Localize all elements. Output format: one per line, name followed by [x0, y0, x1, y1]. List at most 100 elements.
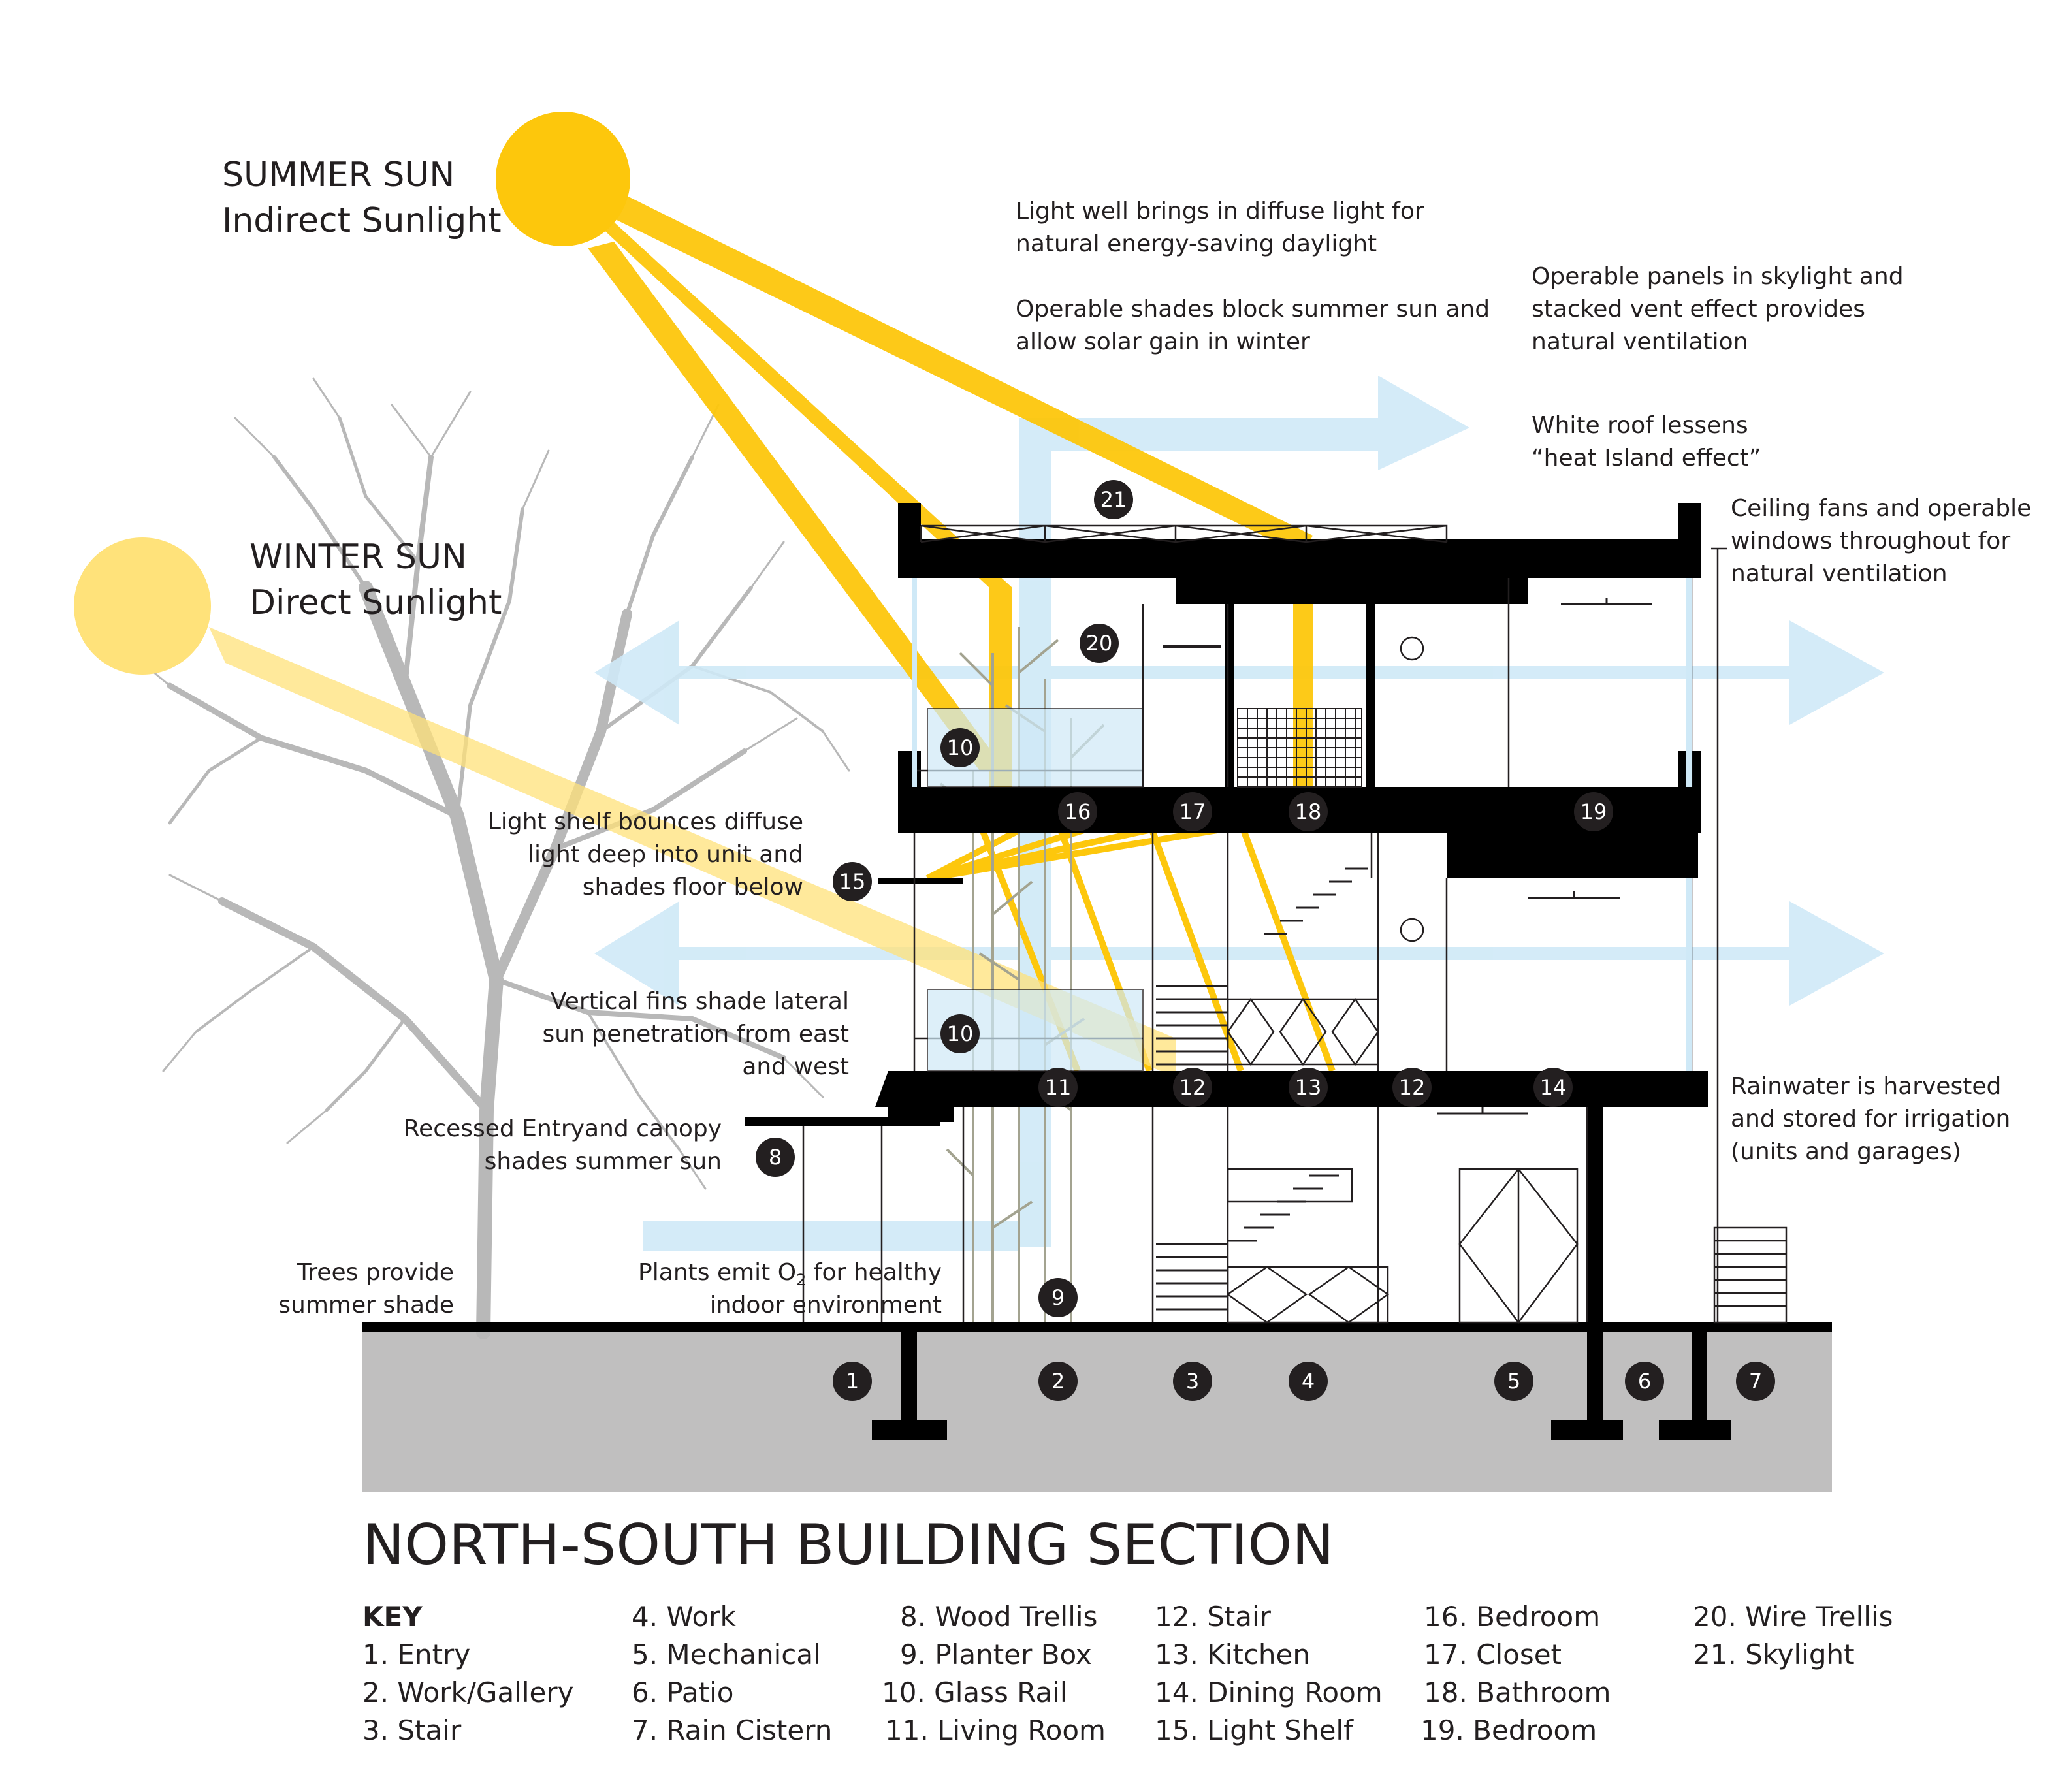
marker-9: 9: [1038, 1278, 1078, 1317]
marker-2: 2: [1038, 1362, 1078, 1401]
key-item: 4. Work: [632, 1601, 736, 1633]
marker-11: 11: [1038, 1068, 1078, 1107]
annotation-line: and west: [742, 1053, 849, 1080]
svg-text:1: 1: [846, 1369, 859, 1394]
annotation-line: natural ventilation: [1532, 328, 1748, 355]
annotation-line: Operable panels in skylight and: [1532, 263, 1904, 290]
annotation-operable-panels: Operable panels in skylight and stacked …: [1532, 263, 1904, 355]
key-item: 7. Rain Cistern: [632, 1714, 832, 1746]
svg-text:7: 7: [1749, 1369, 1762, 1394]
annotation-line: indoor environment: [710, 1292, 942, 1319]
key-item: 13. Kitchen: [1155, 1639, 1310, 1671]
key-item: 16. Bedroom: [1424, 1601, 1600, 1633]
summer-sun-title: SUMMER SUN: [222, 155, 455, 195]
key-item: 14. Dining Room: [1155, 1676, 1383, 1708]
summer-sun-subtitle: Indirect Sunlight: [222, 201, 502, 240]
annotation-rainwater: Rainwater is harvested and stored for ir…: [1731, 1073, 2010, 1165]
annotation-recessed-entry: Recessed Entryand canopy shades summer s…: [404, 1115, 722, 1175]
annotation-line: shades floor below: [583, 874, 803, 901]
svg-text:3: 3: [1186, 1369, 1199, 1394]
annotation-white-roof: White roof lessens “heat Island effect”: [1532, 412, 1761, 472]
tree: [129, 377, 850, 1339]
marker-10: 10: [940, 728, 980, 767]
svg-text:15: 15: [839, 869, 866, 894]
key-item: 2. Work/Gallery: [362, 1676, 574, 1708]
svg-text:12: 12: [1399, 1075, 1426, 1100]
svg-text:4: 4: [1302, 1369, 1315, 1394]
key-item: 20. Wire Trellis: [1693, 1601, 1893, 1633]
key-item: 21. Skylight: [1693, 1639, 1855, 1671]
marker-18: 18: [1289, 792, 1328, 831]
key-item: 8. Wood Trellis: [900, 1601, 1097, 1633]
annotation-line: Operable shades block summer sun and: [1016, 296, 1490, 323]
key-item: 18. Bathroom: [1424, 1676, 1611, 1708]
winter-sun: [74, 537, 1176, 1078]
annotation-light-well: Light well brings in diffuse light for n…: [1016, 198, 1424, 257]
annotation-line: Vertical fins shade lateral: [551, 988, 849, 1015]
annotation-vertical-fins: Vertical fins shade lateral sun penetrat…: [543, 988, 849, 1080]
key-item: 12. Stair: [1155, 1601, 1272, 1633]
svg-text:10: 10: [947, 1021, 974, 1046]
winter-sun-icon: [74, 537, 211, 675]
annotation-line: Ceiling fans and operable: [1731, 495, 2031, 522]
key-heading: KEY: [362, 1601, 423, 1633]
winter-sun-title: WINTER SUN: [249, 537, 467, 577]
svg-text:19: 19: [1581, 799, 1607, 824]
svg-text:6: 6: [1638, 1369, 1651, 1394]
annotation-line: White roof lessens: [1532, 412, 1748, 439]
annotation-line: summer shade: [278, 1292, 454, 1319]
marker-12: 12: [1392, 1068, 1432, 1107]
annotation-line: Light shelf bounces diffuse: [488, 808, 803, 835]
winter-sun-subtitle: Direct Sunlight: [249, 583, 502, 622]
annotation-line: light deep into unit and: [528, 841, 803, 868]
marker-17: 17: [1173, 792, 1212, 831]
airflow-arrows: [594, 376, 1884, 1251]
marker-15: 15: [833, 862, 872, 901]
marker-1: 1: [833, 1362, 872, 1401]
marker-14: 14: [1533, 1068, 1573, 1107]
svg-text:20: 20: [1086, 631, 1113, 656]
annotation-line: natural energy-saving daylight: [1016, 231, 1377, 257]
marker-21: 21: [1094, 480, 1133, 519]
key-item: 15. Light Shelf: [1155, 1714, 1354, 1746]
annotation-line: Light well brings in diffuse light for: [1016, 198, 1424, 225]
annotation-line: natural ventilation: [1731, 560, 1948, 587]
svg-text:2: 2: [1051, 1369, 1065, 1394]
svg-text:17: 17: [1179, 799, 1206, 824]
key-item: 6. Patio: [632, 1676, 733, 1708]
annotation-line: Trees provide: [297, 1259, 454, 1286]
marker-4: 4: [1289, 1362, 1328, 1401]
annotation-trees: Trees provide summer shade: [278, 1259, 454, 1319]
svg-text:5: 5: [1507, 1369, 1520, 1394]
key-item: 1. Entry: [362, 1639, 470, 1671]
svg-text:21: 21: [1100, 487, 1127, 512]
key-item: 10. Glass Rail: [882, 1676, 1068, 1708]
diagram-title: NORTH-SOUTH BUILDING SECTION: [362, 1512, 1334, 1578]
summer-sun: [496, 112, 1313, 823]
marker-6: 6: [1625, 1362, 1664, 1401]
marker-7: 7: [1736, 1362, 1775, 1401]
key-item: 9. Planter Box: [900, 1639, 1092, 1671]
marker-5: 5: [1494, 1362, 1533, 1401]
key-item: 17. Closet: [1424, 1639, 1562, 1671]
annotation-line: “heat Island effect”: [1532, 445, 1761, 472]
annotation-line: sun penetration from east: [543, 1021, 849, 1048]
annotation-line: shades summer sun: [485, 1148, 722, 1175]
annotation-line: allow solar gain in winter: [1016, 328, 1310, 355]
svg-text:8: 8: [769, 1145, 782, 1170]
svg-text:13: 13: [1295, 1075, 1322, 1100]
annotation-plants: Plants emit O2 for healthy indoor enviro…: [638, 1259, 942, 1319]
marker-19: 19: [1574, 792, 1613, 831]
marker-13: 13: [1289, 1068, 1328, 1107]
svg-text:11: 11: [1045, 1075, 1072, 1100]
key-item: 19. Bedroom: [1420, 1714, 1597, 1746]
svg-text:10: 10: [947, 735, 974, 760]
annotation-operable-shades: Operable shades block summer sun and all…: [1016, 296, 1490, 355]
marker-3: 3: [1173, 1362, 1212, 1401]
annotation-line: Plants emit O2 for healthy: [638, 1259, 942, 1289]
annotation-light-shelf: Light shelf bounces diffuse light deep i…: [488, 808, 803, 901]
svg-text:9: 9: [1051, 1285, 1065, 1310]
marker-12: 12: [1173, 1068, 1212, 1107]
ground: [362, 1332, 1832, 1492]
annotation-line: stacked vent effect provides: [1532, 296, 1865, 323]
